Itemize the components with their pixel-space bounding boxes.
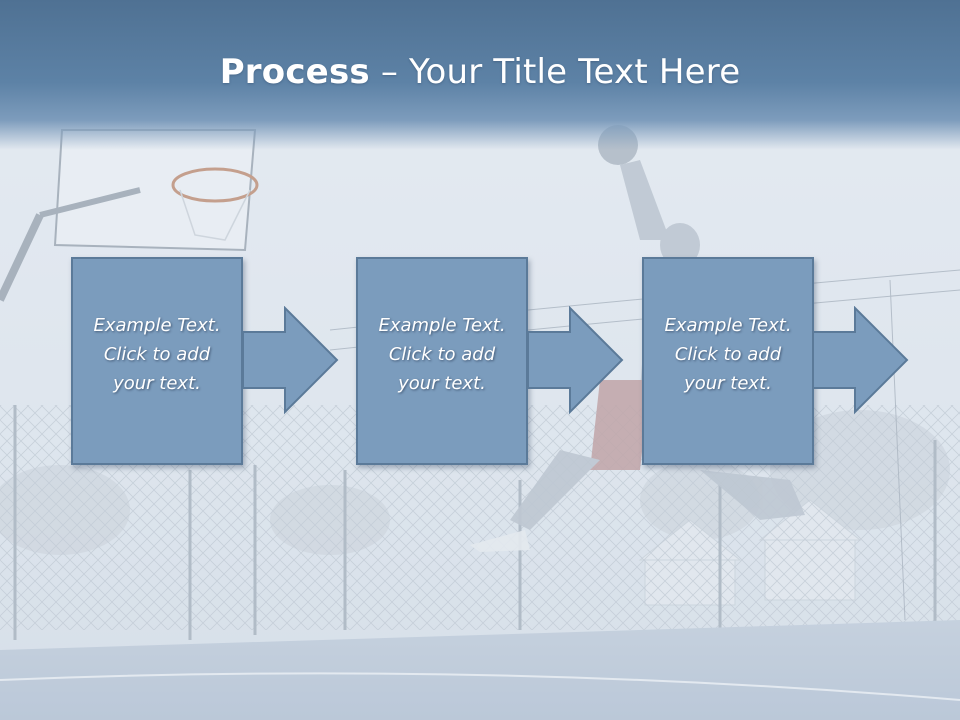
title-rest-text: – Your Title Text Here — [369, 52, 741, 92]
right-arrow-icon — [813, 306, 909, 415]
process-step-3[interactable]: Example Text. Click to add your text. — [642, 257, 814, 465]
title-bold-text: Process — [219, 52, 370, 92]
title-band — [0, 0, 960, 150]
right-arrow-icon — [528, 306, 624, 415]
step-2-text[interactable]: Example Text. Click to add your text. — [378, 315, 506, 394]
right-arrow-icon — [243, 306, 339, 415]
process-step-1[interactable]: Example Text. Click to add your text. — [71, 257, 243, 465]
step-1-text[interactable]: Example Text. Click to add your text. — [93, 315, 221, 394]
slide-title[interactable]: Process – Your Title Text Here — [0, 52, 960, 92]
process-step-2[interactable]: Example Text. Click to add your text. — [356, 257, 528, 465]
step-3-text[interactable]: Example Text. Click to add your text. — [664, 315, 792, 394]
